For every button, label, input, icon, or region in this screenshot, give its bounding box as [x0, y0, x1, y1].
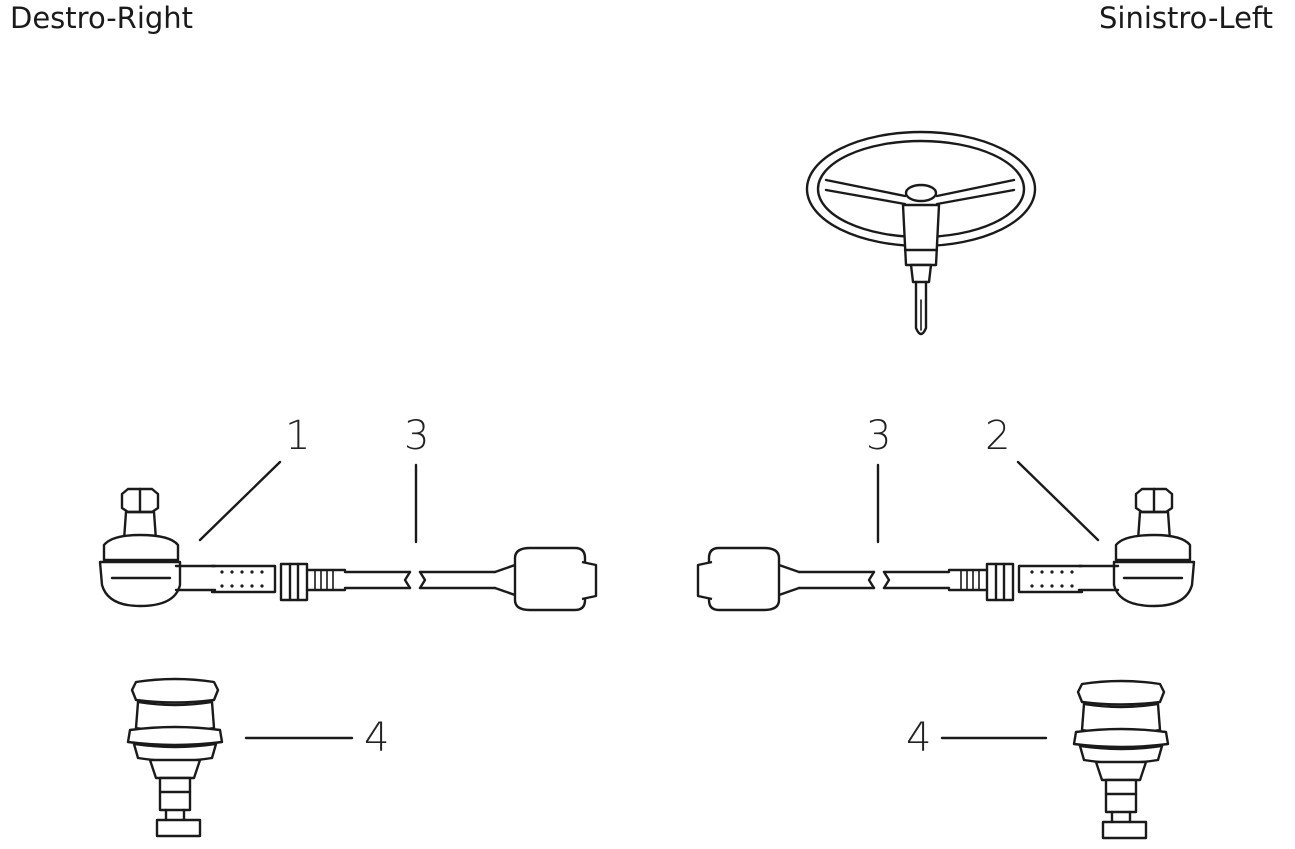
- side-label-left: Sinistro-Left: [1099, 1, 1273, 35]
- ball-joint-icon: [126, 677, 224, 838]
- callout-tie-rod-left: 3: [866, 413, 892, 459]
- callout-tie-rod-end-right: 1: [285, 413, 311, 459]
- ball-joint-icon: [1072, 679, 1170, 840]
- callout-ball-joint-right: 4: [364, 715, 390, 761]
- leader-lines: [198, 460, 1100, 740]
- callout-tie-rod-right: 3: [404, 413, 430, 459]
- steering-wheel-icon: [805, 130, 1037, 336]
- side-label-right: Destro-Right: [10, 1, 194, 35]
- callout-tie-rod-end-left: 2: [985, 413, 1011, 459]
- tie-rod-icon: [696, 487, 1196, 612]
- tie-rod-icon: [98, 487, 598, 612]
- callout-ball-joint-left: 4: [906, 715, 932, 761]
